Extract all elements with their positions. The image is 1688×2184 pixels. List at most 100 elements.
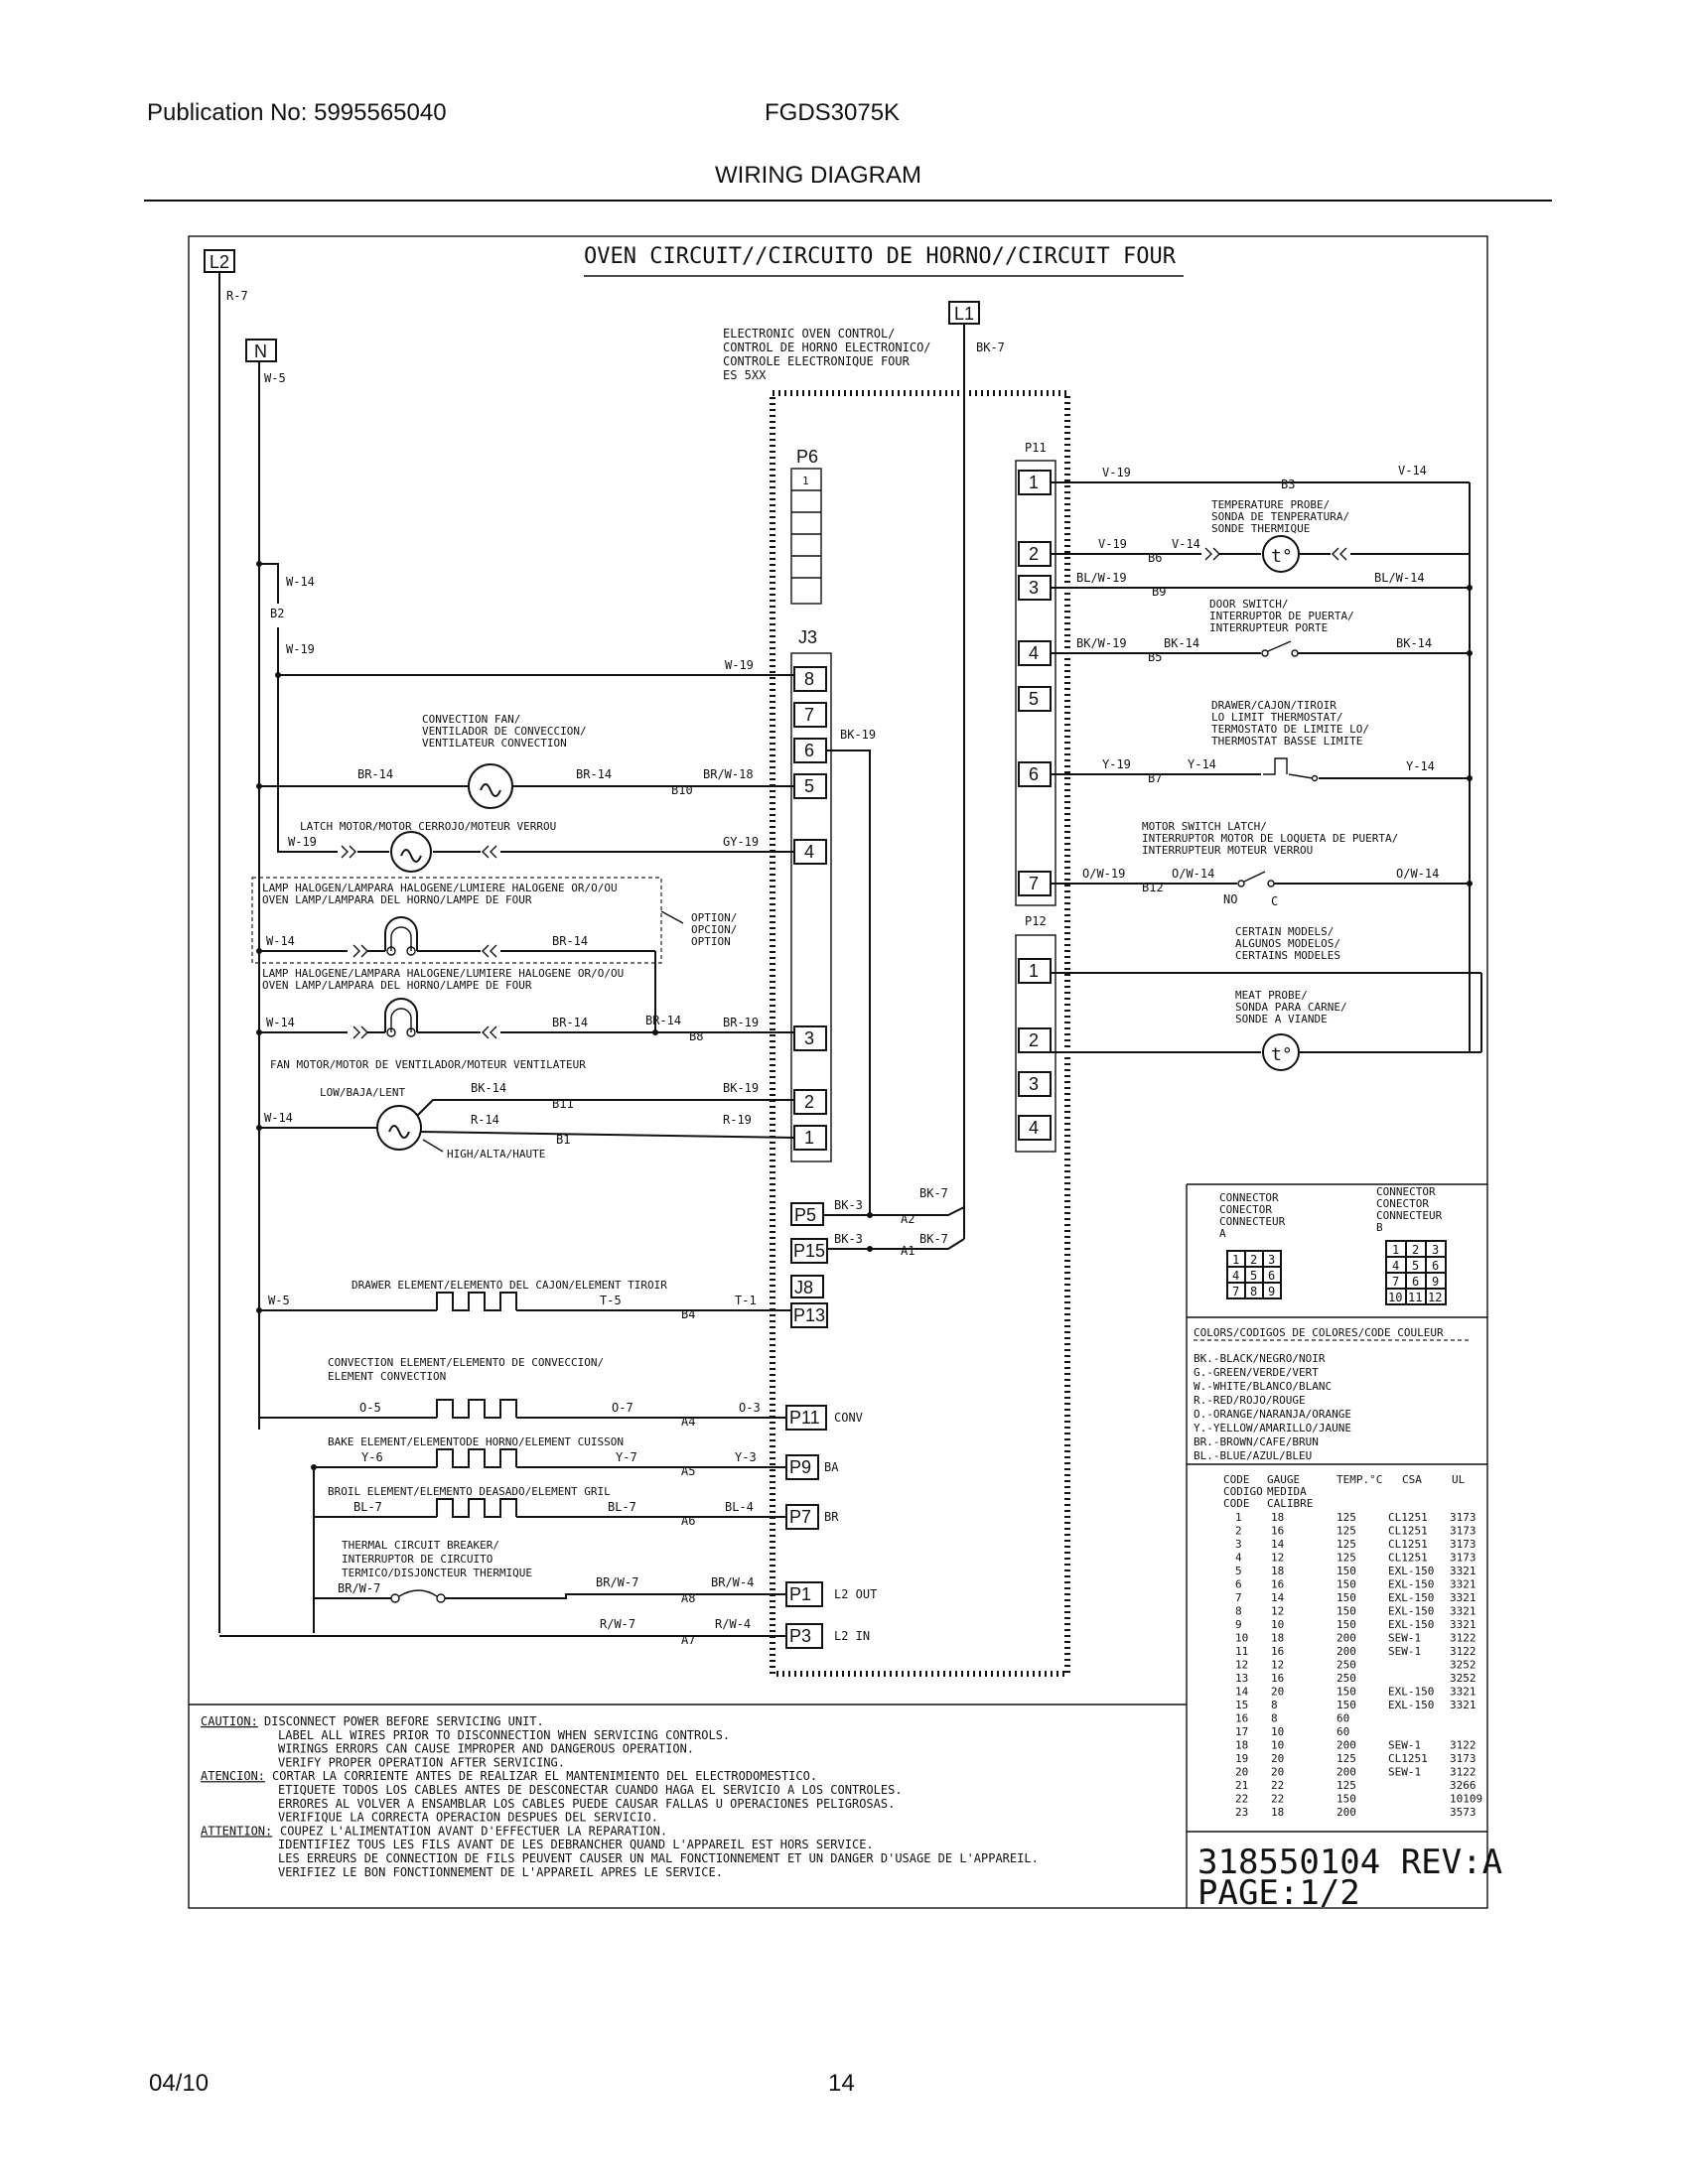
b10-label: B10 [671, 783, 693, 797]
b5-label: B5 [1148, 650, 1162, 664]
gauge-cell: 200 [1336, 1645, 1356, 1658]
p13-connector: P13 [790, 1302, 828, 1328]
wire-o7-label: O-7 [612, 1401, 633, 1415]
p12-pin-3: 3 [1018, 1071, 1052, 1097]
caution-label: ATENCION: [201, 1769, 265, 1783]
gauge-cell: 16 [1235, 1712, 1248, 1725]
wire-brw7-label: BR/W-7 [338, 1581, 380, 1595]
conv-element-label-2: ELEMENT CONVECTION [328, 1370, 446, 1383]
p11-label: P11 [1025, 441, 1047, 455]
wire-r7-label: R-7 [226, 289, 248, 303]
j8-connector: J8 [790, 1275, 824, 1298]
option-label-1: OPTION/ [691, 911, 737, 924]
p11-pin-3: 3 [1018, 575, 1052, 601]
drawer-thermostat-label-4: THERMOSTAT BASSE LIMITE [1211, 735, 1362, 748]
svg-text:11: 11 [1408, 1291, 1422, 1304]
drawer-thermostat-label-3: TERMOSTATO DE LIMITE LO/ [1211, 723, 1369, 736]
svg-text:J8: J8 [794, 1278, 813, 1297]
b3-label: B3 [1281, 478, 1295, 491]
b9-label: B9 [1152, 585, 1166, 599]
a1-label: A1 [901, 1244, 914, 1258]
gauge-cell: SEW-1 [1388, 1766, 1421, 1779]
conv-fan-motor [468, 763, 513, 809]
gauge-cell: 22 [1271, 1779, 1284, 1792]
gauge-cell: 3122 [1450, 1645, 1477, 1658]
caution-line: VERIFIQUE LA CORRECTA OPERACION DESPUES … [278, 1811, 658, 1825]
door-switch-label-3: INTERRUPTEUR PORTE [1209, 621, 1328, 634]
gauge-cell: CL1251 [1388, 1538, 1428, 1551]
svg-text:10: 10 [1388, 1291, 1402, 1304]
svg-text:BA: BA [824, 1460, 839, 1474]
caution-line: LABEL ALL WIRES PRIOR TO DISCONNECTION W… [278, 1728, 730, 1742]
svg-text:P5: P5 [794, 1205, 816, 1225]
svg-text:5: 5 [1029, 689, 1039, 709]
gauge-cell: 250 [1336, 1672, 1356, 1685]
model-number: FGDS3075K [765, 99, 901, 126]
wire-y19-label: Y-19 [1102, 757, 1131, 771]
svg-text:5: 5 [1412, 1259, 1419, 1273]
gauge-cell: 150 [1336, 1699, 1356, 1711]
svg-text:1: 1 [1029, 961, 1039, 981]
svg-text:P7: P7 [789, 1507, 811, 1527]
wire-fan-high [420, 1131, 795, 1139]
conv-element-label-1: CONVECTION ELEMENT/ELEMENTO DE CONVECCIO… [328, 1356, 604, 1369]
gauge-cell: 16 [1271, 1672, 1284, 1685]
b11-label: B11 [552, 1097, 574, 1111]
gauge-cell: 18 [1271, 1632, 1284, 1645]
svg-text:BK.-BLACK/NEGRO/NOIR: BK.-BLACK/NEGRO/NOIR [1194, 1352, 1326, 1365]
convection-element [436, 1399, 517, 1419]
wire-rw4-label: R/W-4 [715, 1617, 751, 1631]
option-label-2: OPCION/ [691, 923, 737, 936]
gauge-cell: 3321 [1450, 1591, 1477, 1604]
gauge-cell: 12 [1235, 1659, 1248, 1672]
latch-motor-label: LATCH MOTOR/MOTOR CERROJO/MOTEUR VERROU [300, 820, 556, 833]
gauge-cell: 125 [1336, 1511, 1356, 1524]
fan-high-label: HIGH/ALTA/HAUTE [447, 1148, 545, 1160]
a8-label: A8 [681, 1591, 695, 1605]
svg-text:4: 4 [1029, 643, 1039, 663]
gauge-cell: 14 [1271, 1538, 1285, 1551]
caution-label: ATTENTION: [201, 1824, 272, 1838]
certain-models-label-3: CERTAINS MODELES [1235, 949, 1340, 962]
svg-text:8: 8 [1250, 1285, 1257, 1298]
j3-pin-3: 3 [793, 1025, 827, 1051]
gauge-cell: CL1251 [1388, 1525, 1428, 1538]
gauge-cell: 3252 [1450, 1672, 1477, 1685]
wire-br19-label: BR-19 [723, 1016, 759, 1029]
gauge-cell: 3173 [1450, 1538, 1477, 1551]
wire-gy19-label: GY-19 [723, 835, 759, 849]
wire-y3-label: Y-3 [735, 1450, 757, 1464]
meat-probe-symbol: t° [1271, 1044, 1293, 1065]
certain-models-label-2: ALGUNOS MODELOS/ [1235, 937, 1340, 950]
svg-text:2: 2 [1029, 544, 1039, 564]
gauge-cell: 3321 [1450, 1578, 1477, 1591]
svg-text:6: 6 [1412, 1275, 1419, 1289]
wire-w5b-label: W-5 [268, 1294, 290, 1307]
wire-brw18-label: BR/W-18 [703, 767, 754, 781]
gauge-cell: 8 [1271, 1699, 1278, 1711]
motor-switch-label-1: MOTOR SWITCH LATCH/ [1142, 820, 1267, 833]
svg-text:6: 6 [1268, 1269, 1275, 1283]
svg-text:7: 7 [1232, 1285, 1239, 1298]
gauge-cell: 12 [1271, 1605, 1284, 1618]
gauge-cell: 125 [1336, 1538, 1356, 1551]
gauge-cell: CL1251 [1388, 1511, 1428, 1524]
wire-bk19-jumper-label: BK-19 [840, 728, 876, 742]
svg-text:6: 6 [1029, 764, 1039, 784]
p11-pin-6: 6 [1018, 761, 1052, 787]
connector-a-grid: 1 2 3 4 5 6 7 8 9 [1226, 1250, 1282, 1299]
gauge-cell: 14 [1271, 1591, 1285, 1604]
svg-text:2: 2 [1029, 1030, 1039, 1050]
breaker-label-1: THERMAL CIRCUIT BREAKER/ [342, 1539, 499, 1552]
svg-text:3: 3 [1268, 1253, 1275, 1267]
wire-t5-label: T-5 [600, 1294, 622, 1307]
gauge-cell: 3321 [1450, 1565, 1477, 1577]
connector-b-label-1: CONNECTOR [1376, 1185, 1436, 1198]
gauge-cell: 250 [1336, 1659, 1356, 1672]
j3-connector [790, 652, 832, 1162]
wire-bl4-label: BL-4 [725, 1500, 754, 1514]
caution-label: CAUTION: [201, 1714, 258, 1728]
svg-text:BR: BR [824, 1510, 839, 1524]
